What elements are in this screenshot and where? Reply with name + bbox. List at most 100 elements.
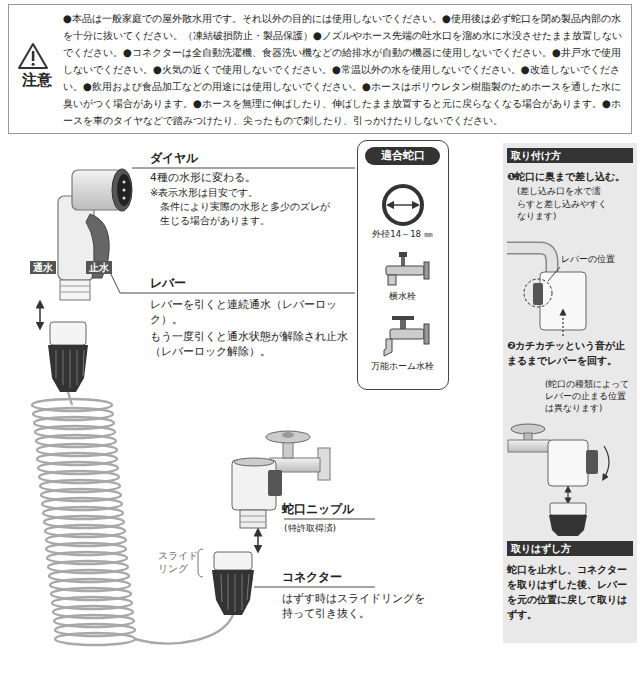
step-note: (蛇口の種類によってレバーの止まる位置は異なります) bbox=[545, 378, 633, 414]
faucet-nipple bbox=[240, 510, 266, 528]
leader-line bbox=[132, 168, 355, 169]
spray-nozzle bbox=[60, 280, 90, 300]
part-name: レバー bbox=[150, 276, 186, 292]
spray-nozzle bbox=[60, 286, 90, 287]
hose-connector bbox=[212, 552, 254, 615]
box-heading: 適合蛇口 bbox=[365, 147, 440, 165]
hose-connector bbox=[48, 345, 88, 392]
coiled-hose bbox=[55, 633, 135, 645]
hose-connector bbox=[242, 574, 243, 610]
caution-text: ●本品は一般家庭での屋外散水用です。それ以外の目的には使用しないでください。●使… bbox=[63, 10, 629, 129]
part-note: ※表示水形は目安です。 bbox=[150, 186, 350, 199]
warning-icon bbox=[32, 63, 35, 66]
diameter-icon bbox=[390, 204, 416, 205]
faucet bbox=[266, 431, 310, 443]
install-step-two bbox=[508, 440, 550, 452]
faucet bbox=[270, 458, 320, 472]
install-step-one bbox=[540, 272, 586, 330]
warning-icon bbox=[19, 44, 47, 68]
install-step-two bbox=[549, 515, 587, 536]
spray-nozzle bbox=[123, 181, 126, 184]
hose-connector bbox=[70, 350, 71, 388]
install-step-two bbox=[550, 503, 586, 515]
faucet-icon bbox=[392, 316, 414, 320]
part-note: はずす時はスライドリングを持って引き抜く。 bbox=[282, 591, 432, 621]
part-name: 蛇口ニップル bbox=[282, 502, 354, 518]
leader-line bbox=[120, 293, 355, 294]
spray-nozzle bbox=[123, 189, 126, 192]
hose-connector bbox=[221, 574, 222, 602]
part-note: レバーを引くと連続通水（レバーロック）。 bbox=[150, 297, 350, 327]
attach-arrow bbox=[39, 304, 41, 326]
install-step-one bbox=[524, 279, 552, 307]
part-name: コネクター bbox=[282, 570, 342, 586]
hose-connector bbox=[56, 350, 57, 378]
part-note: 条件により実際の水形と多少のズレが生じる場合があります。 bbox=[160, 200, 332, 228]
hose-connector bbox=[228, 574, 229, 610]
slide-ring-bracket bbox=[198, 549, 203, 577]
part-name: スライドリング bbox=[158, 549, 200, 575]
hose-connector bbox=[212, 570, 254, 615]
leader-line bbox=[284, 519, 375, 520]
faucet-nipple bbox=[234, 458, 274, 466]
leader-line bbox=[254, 587, 375, 588]
faucet-type: 万能ホーム水栓 bbox=[359, 361, 446, 373]
hose-connector bbox=[83, 350, 84, 376]
hose-connector bbox=[63, 350, 64, 385]
section-heading: 取りはずし方 bbox=[507, 541, 633, 556]
leader-line bbox=[108, 168, 375, 587]
install-step-one bbox=[562, 312, 563, 336]
spray-nozzle bbox=[112, 169, 132, 211]
faucet-icon bbox=[390, 329, 424, 339]
panel-ground bbox=[503, 143, 637, 643]
dimension-label: 外径14～18 ㎜ bbox=[359, 229, 446, 240]
diameter-icon bbox=[384, 186, 422, 224]
coiled-hose bbox=[32, 392, 233, 645]
faucet-icon bbox=[386, 252, 429, 285]
state-tag: 止水 bbox=[86, 261, 112, 274]
warning-icon bbox=[19, 44, 47, 68]
caution-box: 注意●本品は一般家庭での屋外散水用です。それ以外の目的には使用しないでください。… bbox=[8, 4, 632, 134]
faucet-icon bbox=[399, 252, 407, 257]
part-note: もう一度引くと通水状態が解除され止水（レバーロック解除）。 bbox=[150, 329, 350, 359]
install-step-one bbox=[548, 267, 560, 281]
step-note: (差し込み口を水で濡らすと差し込みやすくなります) bbox=[517, 185, 607, 223]
spray-nozzle bbox=[123, 197, 126, 200]
install-step-two bbox=[548, 440, 588, 486]
part-name: レバーの位置 bbox=[561, 254, 635, 265]
spray-nozzle bbox=[58, 169, 132, 300]
hose-connector bbox=[77, 350, 78, 385]
hose-connector bbox=[48, 322, 88, 392]
faucet-icon bbox=[424, 324, 429, 344]
faucet-icon bbox=[388, 275, 396, 285]
install-step-one bbox=[507, 248, 552, 274]
attach-arrow bbox=[257, 532, 259, 549]
part-note: 4種の水形に変わる。 bbox=[150, 171, 350, 185]
install-step-one bbox=[507, 248, 552, 274]
warning-icon bbox=[32, 51, 35, 61]
removal-section: 取りはずし方蛇口を止水し、コネクターを取りはずした後、レバーを元の位置に戻して取… bbox=[503, 538, 637, 638]
faucet-nipple bbox=[232, 458, 282, 528]
section-heading: 取り付け方 bbox=[507, 148, 633, 163]
instruction-panel: 取り付け方 ❶蛇口に奥まで差し込む。(差し込み口を水で濡らすと差し込みやすくなりま… bbox=[503, 143, 637, 643]
hose-connector bbox=[50, 322, 86, 345]
coiled-hose bbox=[135, 615, 233, 643]
faucet-icon bbox=[386, 266, 424, 275]
part-name: ダイヤル bbox=[150, 151, 198, 167]
faucet-icon bbox=[424, 262, 429, 279]
faucet bbox=[282, 432, 294, 438]
install-step-two bbox=[604, 446, 609, 478]
faucet-icon bbox=[384, 316, 429, 356]
faucet-nipple bbox=[268, 470, 282, 496]
spray-nozzle bbox=[60, 292, 90, 293]
install-step-two bbox=[508, 424, 609, 536]
faucet-nipple bbox=[240, 522, 266, 523]
install-step-two bbox=[586, 450, 598, 474]
step-text: ❶蛇口に奥まで差し込む。 bbox=[507, 169, 635, 184]
hose-connector bbox=[214, 552, 252, 570]
step-text: 蛇口を止水し、コネクターを取りはずした後、レバーを元の位置に戻して取りはずす。 bbox=[507, 562, 635, 622]
step-text: ❷カチカチッという音が止まるまでレバーを回す。 bbox=[507, 338, 635, 368]
hose-connector bbox=[247, 574, 249, 600]
fit-faucet-box: 適合蛇口外径14～18 ㎜横水栓万能ホーム水栓 bbox=[357, 140, 449, 390]
